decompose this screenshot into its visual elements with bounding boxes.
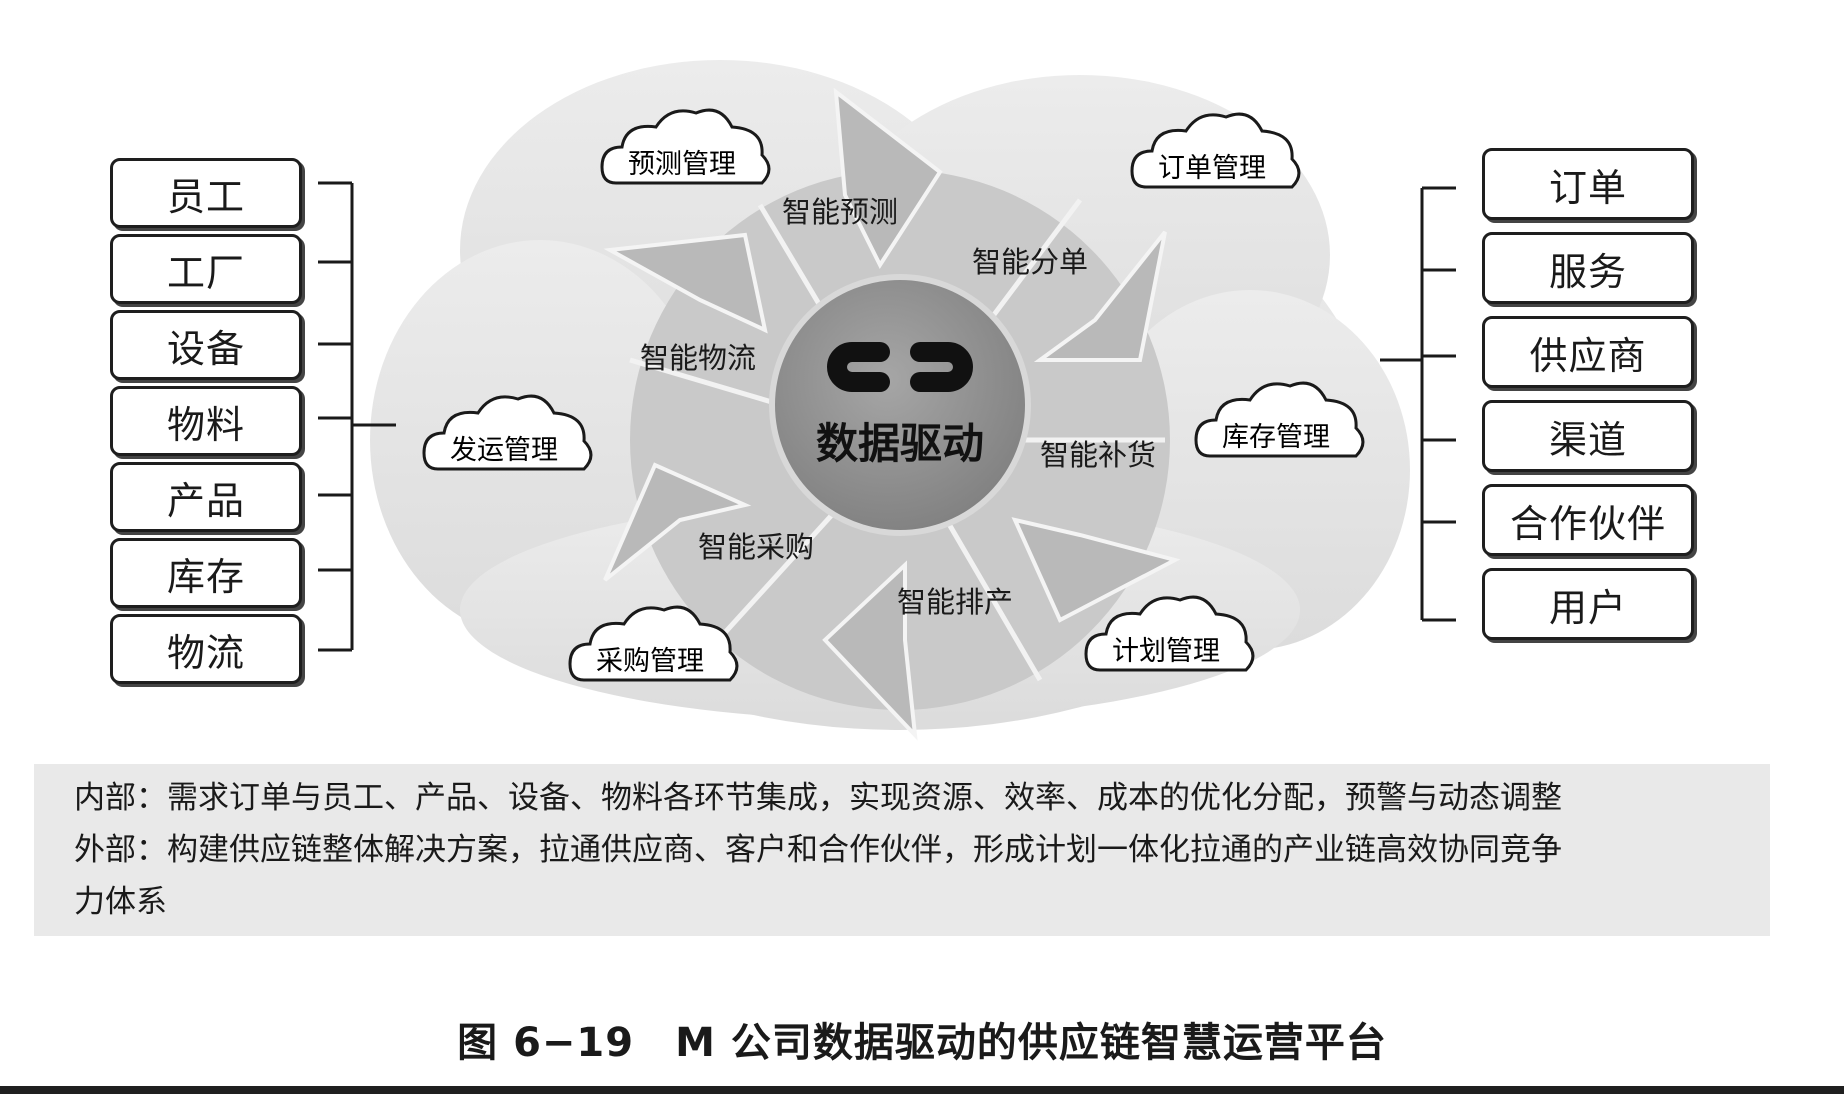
right-bracket (1380, 186, 1456, 622)
left-item-equipment: 设备 (110, 310, 302, 380)
right-item-suppliers: 供应商 (1482, 316, 1694, 388)
left-item-products: 产品 (110, 462, 302, 532)
right-item-users-label: 用户 (1548, 585, 1627, 630)
link-icon (827, 342, 973, 392)
segment-procurement: 智能采购 (698, 530, 814, 564)
left-item-logistics-label: 物流 (166, 630, 245, 675)
cloud-tag-purchasing: 采购管理 (568, 605, 739, 682)
left-item-staff-label: 员工 (166, 174, 245, 219)
right-item-users: 用户 (1482, 568, 1694, 640)
left-item-equipment-label: 设备 (166, 326, 245, 371)
right-item-orders: 订单 (1482, 148, 1694, 220)
center-circle (769, 274, 1031, 536)
right-item-channels-label: 渠道 (1548, 417, 1627, 462)
cloud-tag-purchasing-label: 采购管理 (596, 646, 704, 677)
description-internal: 内部：需求订单与员工、产品、设备、物料各环节集成，实现资源、效率、成本的优化分配… (74, 780, 1562, 816)
cloud-tag-forecast: 预测管理 (600, 108, 771, 185)
right-item-services: 服务 (1482, 232, 1694, 304)
cloud-tag-inventory: 库存管理 (1194, 381, 1365, 458)
right-item-suppliers-label: 供应商 (1529, 333, 1647, 378)
ring-arrows (603, 87, 1181, 741)
segment-replenish: 智能补货 (1040, 438, 1156, 472)
cloud-tag-order: 订单管理 (1130, 112, 1301, 189)
page-bottom-edge (0, 1086, 1844, 1094)
left-item-inventory: 库存 (110, 538, 302, 608)
center-label: 数据驱动 (816, 419, 984, 468)
segment-order-split: 智能分单 (972, 245, 1088, 279)
description-external-line2: 力体系 (74, 884, 167, 920)
cloud-tag-planning: 计划管理 (1084, 595, 1255, 672)
cloud-tag-forecast-label: 预测管理 (628, 149, 736, 180)
figure-caption: 图 6−19 M 公司数据驱动的供应链智慧运营平台 (457, 1020, 1387, 1066)
cloud-tag-order-label: 订单管理 (1158, 153, 1266, 184)
left-bracket (318, 181, 396, 652)
cloud-tag-shipping-label: 发运管理 (450, 435, 558, 466)
right-item-channels: 渠道 (1482, 400, 1694, 472)
right-item-partners: 合作伙伴 (1482, 484, 1694, 556)
description-panel: 内部：需求订单与员工、产品、设备、物料各环节集成，实现资源、效率、成本的优化分配… (34, 764, 1770, 936)
cloud-tag-planning-label: 计划管理 (1112, 636, 1220, 667)
left-item-factory-label: 工厂 (166, 250, 245, 295)
right-item-partners-label: 合作伙伴 (1509, 501, 1666, 546)
segment-scheduling: 智能排产 (897, 585, 1013, 619)
left-item-factory: 工厂 (110, 234, 302, 304)
left-item-materials-label: 物料 (166, 402, 245, 447)
segment-forecast: 智能预测 (782, 195, 898, 229)
description-external-line1: 外部：构建供应链整体解决方案，拉通供应商、客户和合作伙伴，形成计划一体化拉通的产… (74, 832, 1562, 868)
right-item-orders-label: 订单 (1548, 165, 1627, 210)
right-item-services-label: 服务 (1548, 249, 1627, 294)
cloud-tag-shipping: 发运管理 (422, 394, 593, 471)
left-item-staff: 员工 (110, 158, 302, 228)
segment-logistics: 智能物流 (640, 341, 756, 375)
left-item-products-label: 产品 (166, 478, 245, 523)
left-item-inventory-label: 库存 (166, 554, 245, 599)
left-item-materials: 物料 (110, 386, 302, 456)
cloud-tag-inventory-label: 库存管理 (1222, 422, 1330, 453)
left-item-logistics: 物流 (110, 614, 302, 684)
